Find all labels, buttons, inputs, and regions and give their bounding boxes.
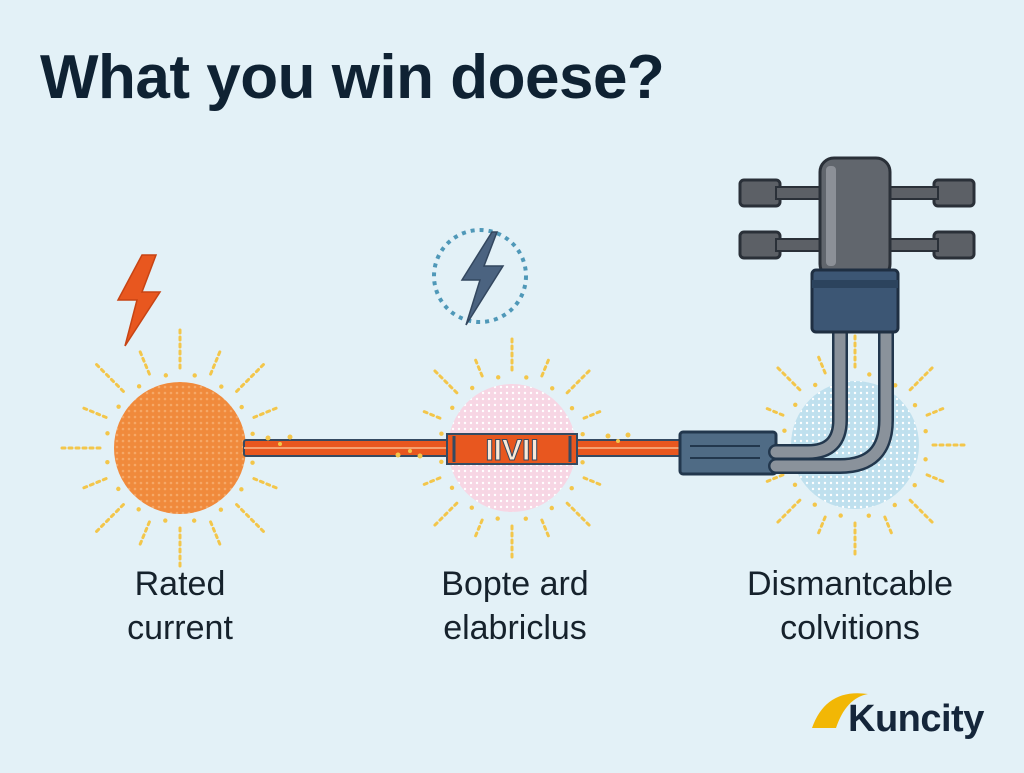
- bopte-label-line-2: elabriclus: [443, 609, 587, 647]
- plug-connector: [678, 430, 778, 476]
- lightning-bolt-circle-icon: [432, 228, 528, 326]
- wire-sparks: [265, 432, 631, 459]
- rated-current-label: Rated current: [80, 562, 280, 650]
- lightning-bolt-icon: [116, 254, 162, 347]
- brand-swoosh-icon: [812, 693, 868, 728]
- brand-logo: Kuncity: [812, 690, 1012, 750]
- dismantcable-label-line-1: Dismantcable: [747, 565, 953, 603]
- bopte-label-line-1: Bopte ard: [441, 565, 589, 603]
- dismantcable-label-line-2: colvitions: [780, 609, 920, 647]
- brand-name: Kuncity: [848, 698, 984, 740]
- cable-connector-head: [738, 156, 976, 334]
- spark-burst-3: [741, 331, 969, 559]
- bopte-label: Bopte ard elabriclus: [390, 562, 640, 650]
- bent-cable: [768, 322, 894, 474]
- rated-current-label-line-1: Rated: [134, 565, 226, 603]
- component-label: IIVII: [485, 434, 538, 467]
- spark-burst-1: [60, 328, 300, 568]
- rated-current-label-line-2: current: [127, 609, 233, 647]
- dismantcable-label: Dismantcable colvitions: [700, 562, 1000, 650]
- component-block: IIVII: [446, 433, 578, 468]
- page-title: What you win doese?: [40, 43, 665, 112]
- rated-current-node: [114, 382, 246, 514]
